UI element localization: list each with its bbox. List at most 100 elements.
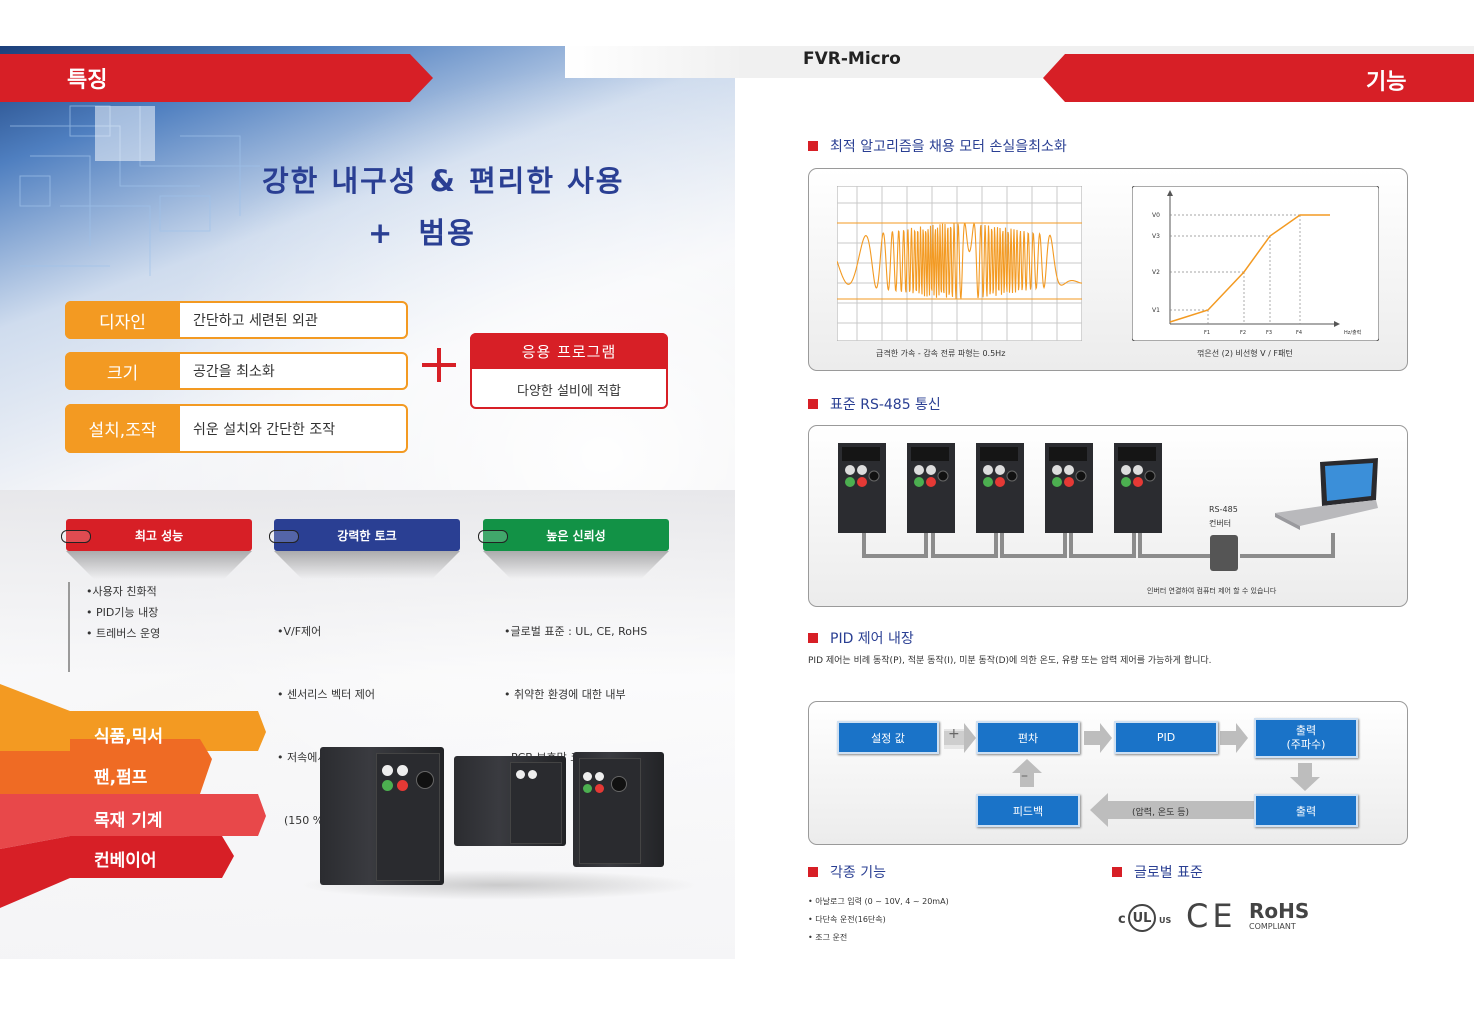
pid-deviation-box: 편차 [976,721,1080,754]
pid-plus-sign: + [948,726,960,742]
vf-y-label: V2 [1152,269,1160,276]
pid-box-label: 출력 [1295,804,1317,818]
bullet-item: • 취약한 환경에 대한 내부 [504,688,626,701]
pid-controller-box: PID [1114,721,1218,754]
bullet-item: • 센서리스 벡터 제어 [277,688,375,701]
circuit-decoration [10,105,260,276]
inverter-large-image [320,747,444,885]
vf-caption: 꺾은선 (2) 비선형 V / F패턴 [1197,349,1293,358]
pid-box-label: (주파수) [1286,738,1326,751]
tab-shadow [66,551,252,579]
ul-text: UL [1132,910,1152,926]
feature-row-install: 설치,조작 쉬운 설치와 간단한 조작 [65,404,408,453]
application-title: 응용 프로그램 [470,333,668,369]
section-title-functions: 각종 기능 [808,862,886,882]
tab-label: 높은 신뢰성 [546,528,606,543]
industry-wood-machine: 목재 기계 [68,798,258,838]
paperclip-icon [61,530,91,543]
bullet-item: •글로벌 표준 : UL, CE, RoHS [504,625,648,638]
pid-output-frequency-box: 출력 (주파수) [1254,718,1358,758]
plus-icon [422,348,456,382]
function-item: • 다단속 운전(16단속) [808,915,886,924]
bullet-square-icon [808,141,818,151]
feedback-arrow-label: (압력, 온도 등) [1132,808,1190,818]
vf-x-label: F2 [1240,330,1246,336]
feature-label: 크기 [65,352,180,390]
divider-line [68,582,70,672]
pid-box-label: 편차 [1017,731,1039,745]
right-section-title: 기능 [1366,70,1407,95]
left-section-title: 특징 [67,68,108,93]
rs485-network-graphic [838,443,1378,571]
section-title-text: 최적 알고리즘을 채용 모터 손실을최소화 [830,139,1067,155]
bullet-item: •사용자 친화적 [86,585,157,598]
function-item: • 조그 운전 [808,933,848,942]
feature-text: 쉬운 설치와 간단한 조작 [193,421,336,438]
tab-label: 강력한 토크 [337,528,397,543]
ce-mark-logo: CE [1186,897,1237,935]
industry-arrow-graphic [0,684,266,908]
vf-y-label: V0 [1152,212,1160,219]
rohs-compliant-logo: RoHS COMPLIANT [1249,900,1309,931]
pid-output-box: 출력 [1254,794,1358,827]
ul-us-text: US [1159,916,1172,925]
vf-x-label: F4 [1296,330,1302,336]
pid-arrows-graphic [944,723,1320,827]
bullet-item: • 트레버스 운영 [86,627,161,640]
industry-conveyor: 컨베이어 [68,838,228,878]
bullet-item: •V/F제어 [277,625,322,638]
performance-bullets: •사용자 친화적 • PID기능 내장 • 트레버스 운영 [86,581,160,644]
pid-box-label: PID [1156,731,1176,744]
function-list: • 아날로그 입력 (0 ~ 10V, 4 ~ 20mA) • 다단속 운전(1… [808,893,949,947]
section-title-pid: PID 제어 내장 [808,628,914,648]
vf-y-label: V3 [1152,233,1160,240]
rohs-text: RoHS [1249,899,1310,923]
paperclip-icon [269,530,299,543]
bullet-square-icon [808,399,818,409]
section-title-algorithm: 최적 알고리즘을 채용 모터 손실을최소화 [808,136,1067,156]
tab-shadow [483,551,669,579]
bullet-square-icon [1112,867,1122,877]
paperclip-icon [478,530,508,543]
section-title-text: 표준 RS-485 통신 [830,397,941,413]
vf-x-label: F3 [1266,330,1272,336]
application-subtitle: 다양한 설비에 적합 [517,383,621,399]
bullet-item: • PID기능 내장 [86,606,159,619]
function-item: • 아날로그 입력 (0 ~ 10V, 4 ~ 20mA) [808,897,949,906]
vf-x-label: F1 [1204,330,1210,336]
pid-description: PID 제어는 비례 동작(P), 적분 동작(I), 미분 동작(D)에 의한… [808,656,1212,666]
pid-box-label: 설정 값 [871,731,905,745]
inverter-medium-image [454,756,566,846]
section-title-text: 글로벌 표준 [1134,865,1203,881]
feature-label: 설치,조작 [65,404,180,453]
pid-box-label: 출력 [1295,724,1317,737]
section-title-rs485: 표준 RS-485 통신 [808,394,941,414]
pid-box-label: 피드백 [1012,804,1044,818]
right-section-ribbon [1043,54,1474,102]
waveform-caption: 급격한 가속 - 감속 전류 파형는 0.5Hz [876,349,1006,358]
bullet-square-icon [808,633,818,643]
current-waveform-graphic [837,186,1082,341]
industry-label: 팬,펌프 [94,767,148,788]
section-title-text: PID 제어 내장 [830,631,914,647]
vf-x-label: Hz/출력 [1344,329,1361,336]
headline-line1: 강한 내구성 & 편리한 사용 [262,164,625,198]
ul-certification-logo: c UL US [1118,902,1174,938]
tab-shadow [274,551,460,579]
feature-text: 공간을 최소화 [193,364,275,380]
bullet-square-icon [808,867,818,877]
industry-label: 목재 기계 [94,810,163,831]
page-title: FVR-Micro [803,49,901,69]
reliability-bullets: •글로벌 표준 : UL, CE, RoHS • 취약한 환경에 대한 내부 P… [504,579,647,789]
tab-performance: 최고 성능 [66,519,252,551]
converter-label-line: 컨버터 [1209,519,1232,528]
feature-row-size: 크기 공간을 최소화 [65,352,408,390]
feature-label: 디자인 [65,301,180,339]
left-section-ribbon [0,54,433,102]
feature-text: 간단하고 세련된 외관 [193,313,318,329]
inverter-small-image [573,752,664,867]
rs485-caption: 인버터 연결하여 컴퓨터 제어 할 수 있습니다 [1147,587,1277,595]
rohs-sub-text: COMPLIANT [1249,922,1296,931]
industry-fan-pump: 팬,펌프 [68,755,208,795]
feature-row-design: 디자인 간단하고 세련된 외관 [65,301,408,339]
